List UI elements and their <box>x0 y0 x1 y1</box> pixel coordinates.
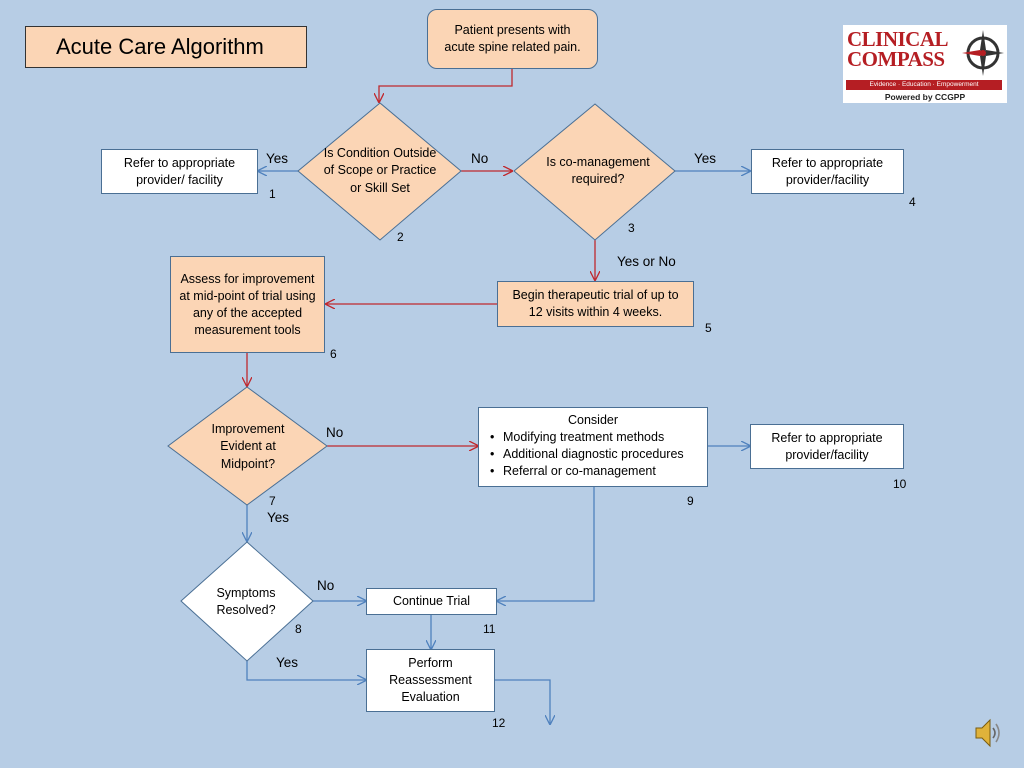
decision-8-text: Symptoms Resolved? <box>216 585 276 618</box>
decision-diamond-7 <box>167 386 328 506</box>
edge-n12-out <box>495 679 550 724</box>
consider-item: Additional diagnostic procedures <box>490 446 699 463</box>
clinical-compass-logo: CLINICAL COMPASS Evidence · Education · … <box>843 25 1007 103</box>
node-1-refer-provider: Refer to appropriate provider/ facility <box>101 149 258 194</box>
step-number-8: 8 <box>295 622 302 636</box>
decision-diamond-2 <box>297 102 462 241</box>
decision-diamond-8 <box>180 541 314 662</box>
step-number-7: 7 <box>269 494 276 508</box>
consider-item: Referral or co-management <box>490 463 699 480</box>
consider-list: Modifying treatment methods Additional d… <box>487 429 699 480</box>
edge-d8-yes-to-n12 <box>246 661 366 680</box>
step-number-9: 9 <box>687 494 694 508</box>
edge-n9-to-n11 <box>497 486 595 601</box>
edge-label-yes: Yes <box>267 510 290 525</box>
logo-tagline: Evidence · Education · Empowerment <box>846 80 1002 90</box>
speaker-icon[interactable] <box>973 716 1003 750</box>
step-number-6: 6 <box>330 347 337 361</box>
consider-item: Modifying treatment methods <box>490 429 699 446</box>
step-number-4: 4 <box>909 195 916 209</box>
logo-brand-line2: COMPASS <box>847 47 945 71</box>
node-6-assess-improvement: Assess for improvement at mid-point of t… <box>170 256 325 353</box>
edge-label-no: No <box>471 151 489 166</box>
node-start: Patient presents with acute spine relate… <box>427 9 598 69</box>
node-5-therapeutic-trial: Begin therapeutic trial of up to 12 visi… <box>497 281 694 327</box>
node-11-continue-trial: Continue Trial <box>366 588 497 615</box>
logo-powered-by: Powered by CCGPP <box>884 92 966 102</box>
decision-3-text: Is co-management required? <box>546 154 650 187</box>
edge-label-no: No <box>317 578 335 593</box>
step-number-12: 12 <box>492 716 506 730</box>
step-number-1: 1 <box>269 187 276 201</box>
step-number-3: 3 <box>628 221 635 235</box>
decision-diamond-3 <box>513 103 676 241</box>
node-12-reassessment: Perform Reassessment Evaluation <box>366 649 495 712</box>
edge-label-yes: Yes <box>266 151 289 166</box>
node-10-refer-provider: Refer to appropriate provider/facility <box>750 424 904 469</box>
step-number-2: 2 <box>397 230 404 244</box>
edge-start-to-d2 <box>379 68 513 102</box>
node-9-consider: Consider Modifying treatment methods Add… <box>478 407 708 487</box>
logo-brand-line1: CLINICAL <box>847 27 949 51</box>
step-number-11: 11 <box>483 622 496 636</box>
edge-label-yes-or-no: Yes or No <box>617 254 676 269</box>
consider-heading: Consider <box>567 413 619 427</box>
edge-label-yes: Yes <box>276 655 299 670</box>
step-number-5: 5 <box>705 321 712 335</box>
node-4-refer-provider: Refer to appropriate provider/facility <box>751 149 904 194</box>
decision-7-text: Improvement Evident at Midpoint? <box>211 421 285 471</box>
step-number-10: 10 <box>893 477 907 491</box>
compass-icon <box>962 30 1004 76</box>
logo-brand: CLINICAL COMPASS <box>847 27 957 71</box>
decision-2-text: Is Condition Outside of Scope or Practic… <box>323 145 437 195</box>
page-title: Acute Care Algorithm <box>25 26 307 68</box>
edge-label-no: No <box>326 425 344 440</box>
edge-label-yes: Yes <box>694 151 717 166</box>
